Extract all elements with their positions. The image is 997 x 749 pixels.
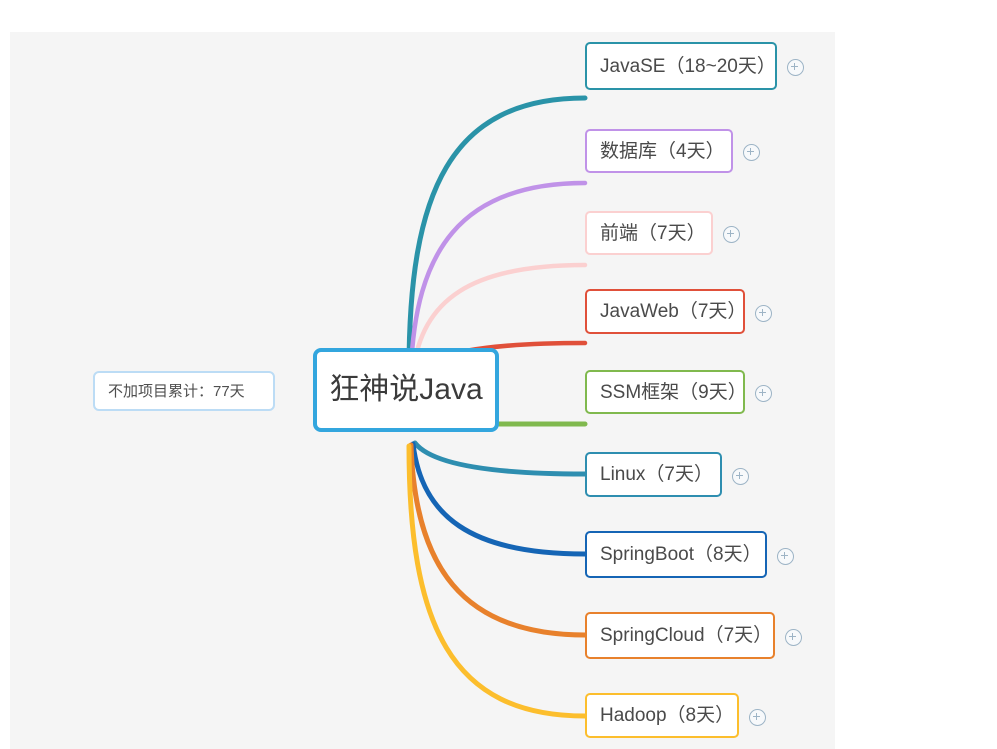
branch-node[interactable]: SSM框架（9天） [585, 370, 747, 414]
summary-node-label: 不加项目累计：77天 [108, 382, 245, 400]
edge-hadoop [406, 443, 588, 719]
branch-node[interactable]: Hadoop（8天） [585, 693, 739, 738]
edge-springboot [410, 441, 588, 557]
expand-toggle-0[interactable] [787, 59, 804, 76]
expand-toggle-5[interactable] [732, 467, 749, 485]
edge-javase [406, 95, 588, 373]
root-node-label: 狂神说Java [329, 373, 483, 406]
branch-node[interactable]: 前端（7天） [585, 211, 713, 255]
branch-node[interactable]: 数据库（4天） [585, 129, 733, 173]
branch-node[interactable]: SpringBoot（8天） [585, 531, 767, 578]
branch-node-label: 数据库（4天） [600, 140, 725, 162]
branch-node[interactable]: JavaWeb（7天） [585, 289, 746, 334]
branch-node-label: 前端（7天） [600, 222, 706, 244]
branch-node-label: Hadoop（8天） [600, 705, 735, 726]
edge-springcloud [408, 442, 588, 638]
expand-toggle-6[interactable] [777, 547, 794, 565]
branch-node-label: JavaSE（18~20天） [600, 55, 776, 77]
expand-toggle-8[interactable] [749, 708, 766, 726]
edge-database [408, 180, 588, 374]
mindmap-canvas[interactable]: 狂神说Java 不加项目累计：77天 JavaSE（18~20天） 数据库（4天）… [10, 32, 835, 749]
branch-node-label: JavaWeb（7天） [600, 301, 747, 322]
expand-toggle-4[interactable] [755, 385, 772, 402]
branch-node-label: SpringCloud（7天） [600, 625, 773, 646]
edge-linux [412, 440, 588, 477]
expand-toggle-3[interactable] [755, 304, 772, 322]
expand-toggle-2[interactable] [723, 226, 740, 243]
branch-node[interactable]: Linux（7天） [585, 452, 722, 497]
branch-node-label: Linux（7天） [600, 464, 713, 485]
branch-node[interactable]: SpringCloud（7天） [585, 612, 775, 659]
summary-node[interactable]: 不加项目累计：77天 [93, 371, 275, 411]
expand-toggle-7[interactable] [785, 628, 802, 646]
branch-node[interactable]: JavaSE（18~20天） [585, 42, 777, 90]
expand-toggle-1[interactable] [743, 144, 760, 161]
branch-node-label: SSM框架（9天） [600, 381, 747, 403]
root-node[interactable]: 狂神说Java [313, 348, 499, 432]
branch-node-label: SpringBoot（8天） [600, 544, 762, 565]
